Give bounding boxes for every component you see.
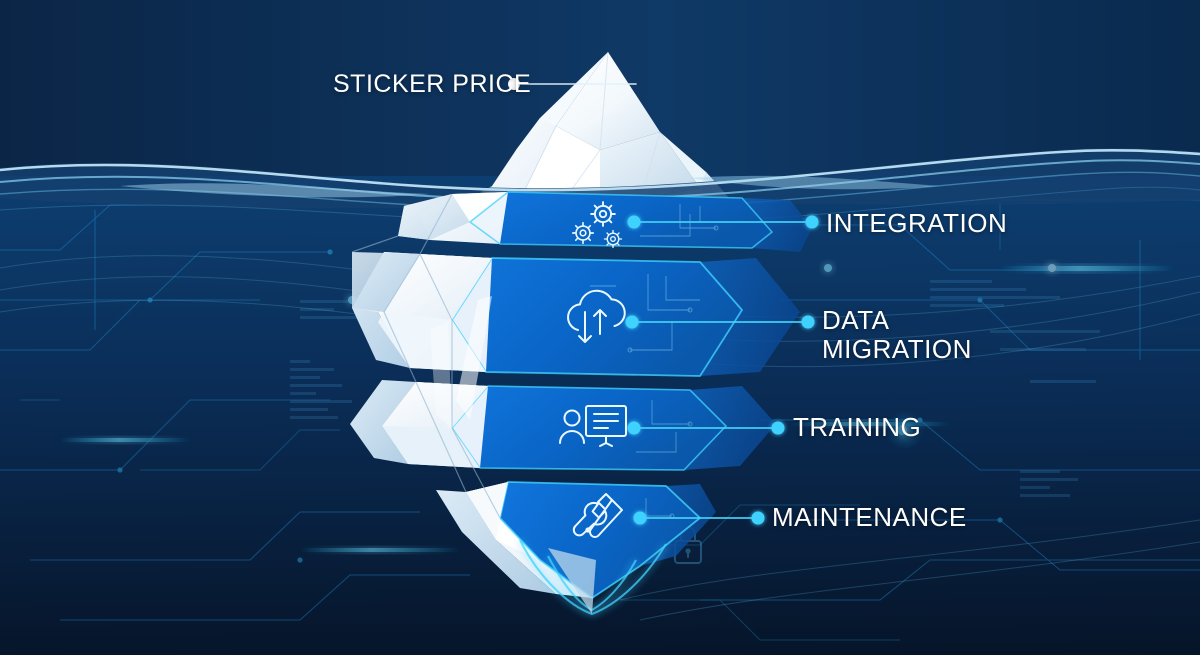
connector-sticker-price [508,78,637,90]
iceberg-body [350,191,812,616]
training-board-icon [559,405,627,447]
connector-maintenance [633,511,765,525]
iceberg-ice-mass [351,193,508,540]
connectors [508,78,819,525]
cloud-sync-icon [567,289,626,343]
wrench-screwdriver-icon [572,493,623,538]
connector-data-migration [625,315,815,329]
connector-training [627,421,785,435]
water-surface [0,148,1200,225]
gears-icon [571,201,623,249]
connector-integration [627,215,819,229]
